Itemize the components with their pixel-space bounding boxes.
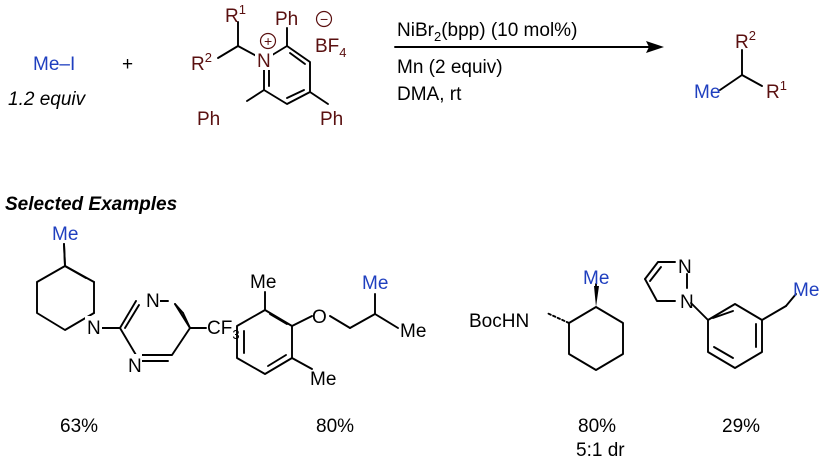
example-1-pyrimidine-n1: N [146, 291, 160, 312]
ch-r2-bond [217, 45, 239, 59]
methyl-iodide-reagent: Me–I 1.2 equiv [8, 54, 87, 110]
section-title: Selected Examples [5, 194, 177, 215]
example-3-structure: BocHN Me [469, 268, 624, 371]
example-4-yield: 29% [722, 416, 760, 437]
example-3-bochn-label: BocHN [469, 311, 529, 332]
reaction-conditions: NiBr2(bpp) (10 mol%) Mn (2 equiv) DMA, r… [394, 20, 664, 105]
example-2-yield: 80% [316, 416, 354, 437]
plus-charge-label: + [264, 33, 272, 49]
plus-sign: + [122, 54, 133, 75]
methyl-iodide-label: Me–I [33, 54, 75, 75]
product-r1-label: R1 [766, 78, 787, 103]
tetrafluoroborate-label: BF4 [315, 36, 347, 60]
example-4-me-label: Me [793, 280, 819, 301]
example-3-me-label: Me [583, 268, 609, 289]
example-3-yield: 80% [578, 416, 616, 437]
n-label-bg [255, 50, 273, 70]
plus-charge-icon [259, 32, 277, 50]
product-r1-bond [741, 74, 763, 87]
example-2-oxygen-label: O [312, 307, 327, 328]
minus-charge-icon [315, 10, 333, 28]
pyridinium-n-label: N [257, 51, 271, 72]
example-1-structure: N N N Me CF3 [36, 224, 240, 377]
minus-charge-label: − [320, 11, 328, 27]
example-3-dr: 5:1 dr [576, 440, 625, 461]
example-1-yield: 63% [60, 416, 98, 437]
pyridinium-r2-label: R2 [191, 50, 212, 75]
product-me-label: Me [694, 82, 720, 103]
example-2-me-top: Me [250, 272, 276, 293]
product-me-bond [719, 74, 743, 91]
example-4-pyrazole-n-a: N [678, 257, 692, 278]
example-1-me-label: Me [52, 224, 78, 245]
example-2-structure: O Me Me Me Me [236, 272, 426, 390]
example-2-me-tail: Me [400, 321, 426, 342]
example-2-me-bottom: Me [310, 369, 336, 390]
ph-top-label: Ph [275, 9, 298, 30]
product-structure: Me R2 R1 [694, 28, 787, 103]
pyridinium-r1-label: R1 [225, 2, 246, 27]
example-4-pyrazole-n-b: N [680, 292, 694, 313]
example-2-me-branch: Me [362, 273, 388, 294]
reductant-label: Mn (2 equiv) [397, 57, 503, 78]
example-1-pyrimidine-n2: N [128, 356, 142, 377]
methyl-iodide-equiv: 1.2 equiv [8, 89, 87, 110]
reaction-arrow-head-icon [646, 41, 664, 53]
ph-left-label: Ph [197, 109, 220, 130]
ph-right-label: Ph [320, 109, 343, 130]
example-1-cf3-label: CF3 [207, 318, 240, 342]
ph-left-bond [246, 89, 265, 102]
ph-right-bond [309, 91, 329, 105]
pyridinium-salt: N + R1 R2 Ph Ph Ph − BF4 [191, 2, 347, 130]
solvent-label: DMA, rt [397, 84, 462, 105]
example-4-structure: N N Me [644, 257, 819, 369]
product-r2-label: R2 [735, 28, 756, 53]
example-1-piperidine-n: N [87, 318, 101, 339]
catalyst-label: NiBr2(bpp) (10 mol%) [397, 20, 577, 44]
